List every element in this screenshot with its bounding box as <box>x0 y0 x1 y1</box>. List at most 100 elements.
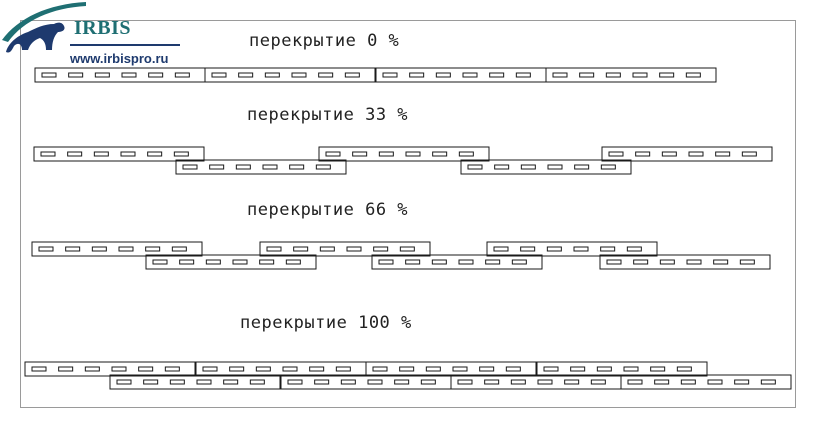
frame-box <box>24 361 196 377</box>
slot-mark <box>654 379 670 385</box>
frame-box <box>280 374 452 390</box>
frame-box <box>175 159 347 175</box>
logo-brand: IRBIS <box>74 17 131 39</box>
slot-mark <box>94 72 110 78</box>
slot-mark <box>547 164 563 170</box>
slot-mark <box>121 72 137 78</box>
slot-mark <box>352 151 368 157</box>
slot-mark <box>262 164 278 170</box>
slot-mark <box>293 246 309 252</box>
slot-mark <box>67 151 83 157</box>
slot-mark <box>494 164 510 170</box>
slot-mark <box>285 259 301 265</box>
frame-box <box>365 361 537 377</box>
slot-mark <box>65 246 81 252</box>
slot-mark <box>543 366 559 372</box>
logo-url[interactable]: www.irbispro.ru <box>70 51 169 66</box>
slot-mark <box>93 151 109 157</box>
frame-box <box>599 254 771 270</box>
slot-mark <box>173 151 189 157</box>
slot-mark <box>661 151 677 157</box>
frame-box <box>34 67 206 83</box>
slot-mark <box>116 379 132 385</box>
frame-box <box>536 361 708 377</box>
slot-mark <box>462 72 478 78</box>
slot-mark <box>606 259 622 265</box>
frame-box <box>195 361 367 377</box>
slot-mark <box>211 72 227 78</box>
slot-mark <box>659 259 675 265</box>
slot-mark <box>335 366 351 372</box>
slot-mark <box>420 379 436 385</box>
slot-mark <box>344 72 360 78</box>
frame-box <box>259 241 431 257</box>
slot-mark <box>715 151 731 157</box>
frame-box <box>601 146 773 162</box>
slot-mark <box>489 72 505 78</box>
slot-mark <box>232 259 248 265</box>
slot-mark <box>169 379 185 385</box>
slot-mark <box>511 259 527 265</box>
slot-mark <box>111 366 127 372</box>
slot-mark <box>452 366 468 372</box>
slot-mark <box>41 72 57 78</box>
slot-mark <box>579 72 595 78</box>
slot-mark <box>314 379 330 385</box>
frame-box <box>545 67 717 83</box>
frame-box <box>109 374 281 390</box>
slot-mark <box>432 151 448 157</box>
slot-mark <box>537 379 553 385</box>
slot-mark <box>143 379 159 385</box>
slot-mark <box>378 259 394 265</box>
slot-mark <box>229 366 245 372</box>
frame-box <box>375 67 547 83</box>
slot-mark <box>552 72 568 78</box>
slot-mark <box>171 246 187 252</box>
slot-mark <box>84 366 100 372</box>
slot-mark <box>148 72 164 78</box>
slot-mark <box>688 151 704 157</box>
slot-mark <box>394 379 410 385</box>
slot-mark <box>650 366 666 372</box>
slot-mark <box>259 259 275 265</box>
slot-mark <box>287 379 303 385</box>
slot-mark <box>739 259 755 265</box>
slot-mark <box>627 379 643 385</box>
slot-mark <box>707 379 723 385</box>
slot-mark <box>346 246 362 252</box>
caption-overlap-100: перекрытие 100 % <box>240 313 412 333</box>
slot-mark <box>632 72 648 78</box>
slot-mark <box>600 164 616 170</box>
slot-mark <box>510 379 526 385</box>
slot-mark <box>318 72 334 78</box>
slot-mark <box>425 366 441 372</box>
slot-mark <box>676 366 692 372</box>
slot-mark <box>600 246 616 252</box>
slot-mark <box>405 151 421 157</box>
slot-mark <box>179 259 195 265</box>
slot-mark <box>485 259 501 265</box>
slot-mark <box>596 366 612 372</box>
slot-mark <box>457 379 473 385</box>
frame-box <box>145 254 317 270</box>
slot-mark <box>564 379 580 385</box>
logo-underline <box>70 44 180 46</box>
frame-box <box>460 159 632 175</box>
slot-mark <box>520 164 536 170</box>
logo: IRBIS www.irbispro.ru <box>0 0 200 72</box>
slot-mark <box>405 259 421 265</box>
slot-mark <box>458 259 474 265</box>
slot-mark <box>435 72 451 78</box>
slot-mark <box>431 259 447 265</box>
slot-mark <box>467 164 483 170</box>
slot-mark <box>235 164 251 170</box>
slot-mark <box>680 379 696 385</box>
slot-mark <box>409 72 425 78</box>
slot-mark <box>458 151 474 157</box>
slot-mark <box>685 72 701 78</box>
slot-mark <box>713 259 729 265</box>
slot-mark <box>209 164 225 170</box>
slot-mark <box>378 151 394 157</box>
slot-mark <box>145 246 161 252</box>
